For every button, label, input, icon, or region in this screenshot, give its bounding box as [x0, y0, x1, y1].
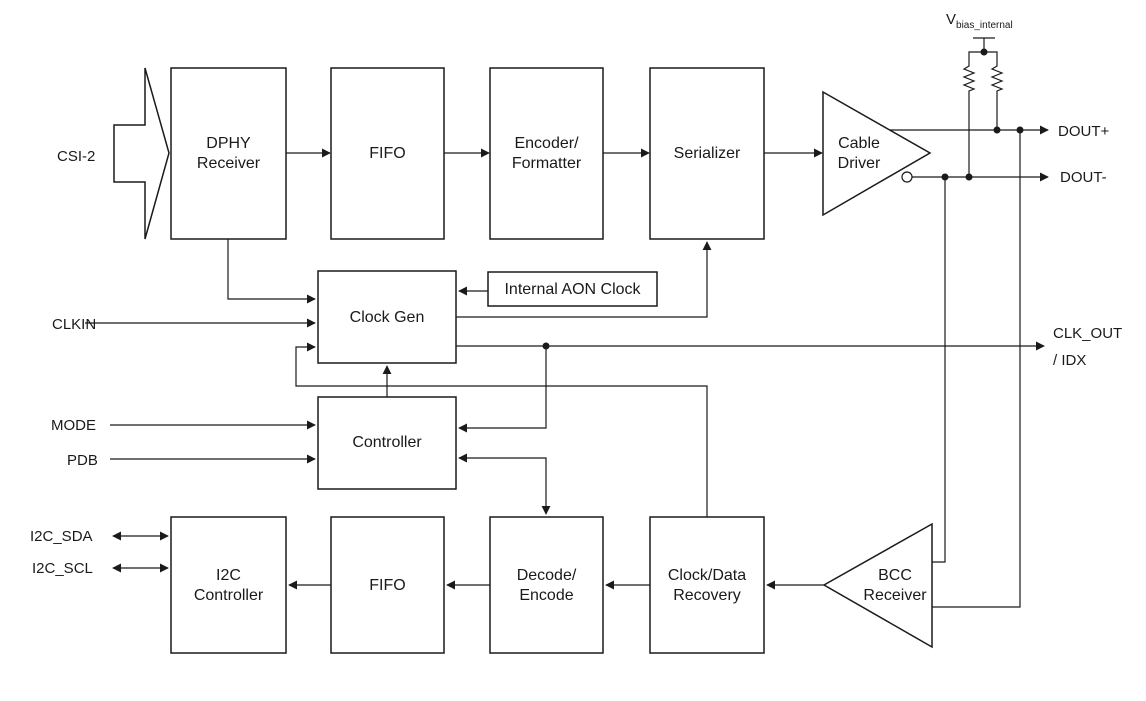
i2c-label-2: Controller: [194, 587, 264, 604]
clk-out-label: CLK_OUT: [1053, 325, 1122, 342]
aon-clock-label: Internal AON Clock: [504, 281, 641, 298]
dout-plus-to-bcc-wire: [930, 130, 1021, 608]
fifo-tx-block: [330, 67, 445, 240]
clock-gen-block: [317, 270, 457, 364]
idx-label: / IDX: [1053, 352, 1086, 369]
csi2-label: CSI-2: [57, 148, 95, 165]
dphy-receiver-label-1: DPHY: [206, 135, 251, 152]
dout-plus-label: DOUT+: [1058, 123, 1109, 140]
controller-label: Controller: [352, 434, 422, 451]
dout-minus-label: DOUT-: [1060, 169, 1107, 186]
clkout-to-controller-wire: [458, 346, 547, 433]
decode-label-2: Encode: [519, 587, 573, 604]
bcc-receiver-triangle: [822, 522, 933, 649]
cable-driver-triangle: [822, 90, 932, 217]
inverting-output-bubble: [901, 171, 913, 183]
encoder-label-2: Formatter: [512, 155, 582, 172]
decode-encode-block: [489, 516, 604, 654]
junction-dot: [980, 48, 988, 56]
dout-minus-to-bcc-wire: [918, 177, 946, 563]
pdb-label: PDB: [67, 452, 98, 469]
cdr-label-1: Clock/Data: [668, 567, 746, 584]
cable-driver-label-1: Cable: [838, 135, 880, 152]
clkin-label: CLKIN: [52, 316, 96, 333]
dphy-receiver-label-2: Receiver: [197, 155, 261, 172]
clock-gen-label: Clock Gen: [350, 309, 425, 326]
i2c-scl-label: I2C_SCL: [32, 560, 93, 577]
fifo-tx-label: FIFO: [369, 145, 405, 162]
i2c-sda-label: I2C_SDA: [30, 528, 93, 545]
bcc-label-2: Receiver: [863, 587, 927, 604]
csi2-input-arrow: [113, 67, 170, 240]
cable-driver-label-2: Driver: [838, 155, 881, 172]
internal-aon-clock-block: [487, 271, 658, 307]
clock-data-recovery-block: [649, 516, 765, 654]
serializer-block: [649, 67, 765, 240]
vbias-label: Vbias_internal: [946, 11, 1013, 31]
resistor-left-icon: [962, 61, 976, 96]
encoder-label-1: Encoder/: [514, 135, 579, 152]
controller-decode-bidir-wire: [458, 453, 551, 515]
decode-label-1: Decode/: [517, 567, 577, 584]
clockgen-to-serializer-wire: [456, 241, 712, 318]
cdr-to-clockgen-wire: [295, 342, 708, 517]
fifo-rx-block: [330, 516, 445, 654]
dphy-to-clockgen-wire: [227, 239, 316, 304]
fifo-rx-label: FIFO: [369, 577, 405, 594]
i2c-label-1: I2C: [216, 567, 241, 584]
cdr-label-2: Recovery: [673, 587, 741, 604]
i2c-controller-block: [170, 516, 287, 654]
serializer-label: Serializer: [674, 145, 741, 162]
encoder-formatter-block: [489, 67, 604, 240]
resistor-right-icon: [990, 61, 1004, 96]
junction-dot: [993, 126, 1001, 134]
junction-dot: [965, 173, 973, 181]
controller-block: [317, 396, 457, 490]
bcc-label-1: BCC: [878, 567, 912, 584]
dphy-receiver-block: [170, 67, 287, 240]
mode-label: MODE: [51, 417, 96, 434]
